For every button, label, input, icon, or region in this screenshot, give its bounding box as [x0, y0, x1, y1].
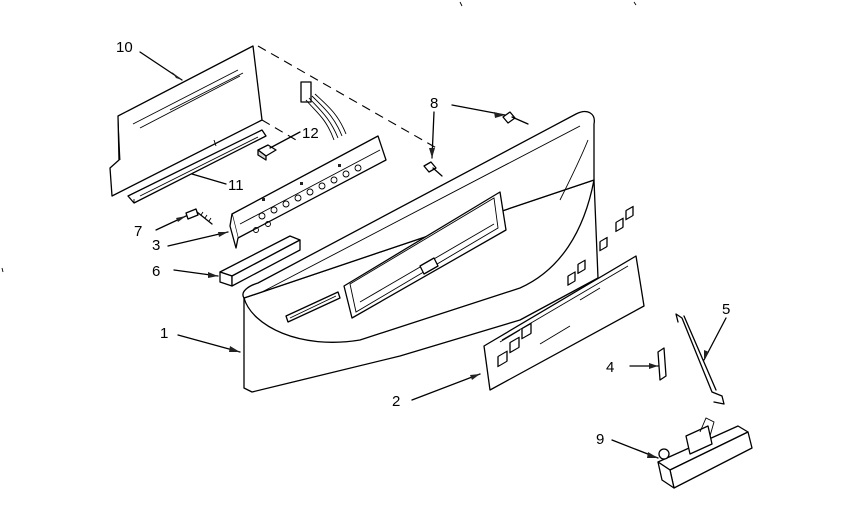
- part-4-pin: [657, 347, 667, 381]
- callout-11: 11: [228, 177, 244, 194]
- callout-2: 2: [392, 393, 400, 410]
- callout-1: 1: [160, 325, 168, 342]
- board-buttons: [253, 164, 362, 233]
- part-7-screw: [185, 208, 213, 225]
- part-2-keypad: [483, 205, 645, 391]
- callout-4: 4: [606, 359, 614, 376]
- part-8-screws: [423, 111, 529, 177]
- part-10-back-panel: [109, 45, 263, 197]
- part-9-latch: [657, 417, 753, 489]
- part-3-control-board: [229, 135, 387, 249]
- callout-7: 7: [134, 223, 142, 240]
- wire-harness: [300, 81, 347, 141]
- callout-8: 8: [430, 95, 438, 112]
- callout-6: 6: [152, 263, 160, 280]
- part-12-clip: [257, 144, 277, 161]
- mounting-reference-line: [257, 45, 441, 151]
- callout-leaders: [139, 51, 727, 459]
- scan-mark: [1, 1, 637, 273]
- callout-3: 3: [152, 237, 160, 254]
- part-11-strip: [127, 129, 267, 204]
- callout-9: 9: [596, 431, 604, 448]
- callout-12: 12: [302, 125, 319, 142]
- part-6-block: [219, 235, 301, 287]
- part-5-rod: [675, 313, 725, 405]
- part-1-console: [242, 110, 599, 393]
- callout-10: 10: [116, 39, 133, 56]
- callout-labels: 10 12 11 8 7 3 6 1 2 4 5 9: [116, 39, 730, 448]
- callout-5: 5: [722, 301, 730, 318]
- keypad-keys: [497, 205, 634, 368]
